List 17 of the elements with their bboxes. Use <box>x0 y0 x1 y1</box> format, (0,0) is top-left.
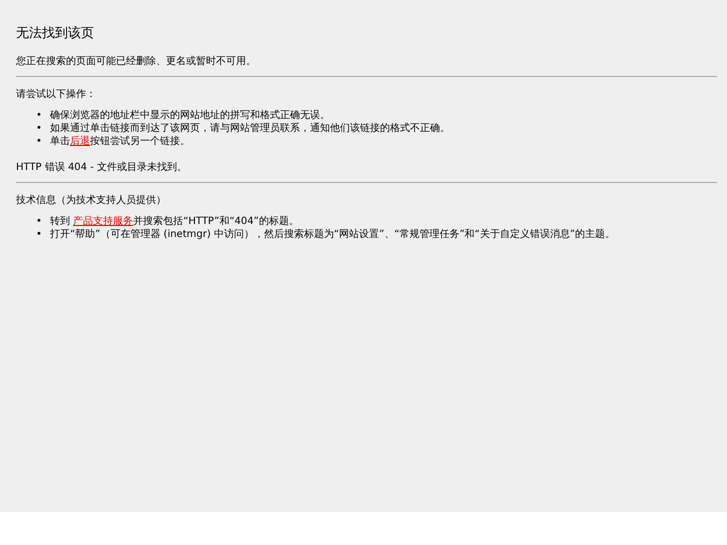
list-item-text: 打开“帮助”（可在管理器 (inetmgr) 中访问），然后搜索标题为“网站设置”、“常规管理任务”和“关于自定义错误消息”的主题。 <box>50 228 616 241</box>
bullet: • <box>36 109 43 122</box>
link: 后退 <box>70 136 90 147</box>
section-heading: 技术信息（为技术支持人员提供） <box>16 194 167 207</box>
list-item-text: 转到 产品支持服务并搜索包括“HTTP”和“404”的标题。 <box>50 215 300 228</box>
bullet: • <box>36 122 43 135</box>
bullet: • <box>36 228 43 241</box>
bullet: • <box>36 135 43 148</box>
list-item-text: 确保浏览器的地址栏中显示的网站地址的拼写和格式正确无误。 <box>50 109 331 122</box>
bullet: • <box>36 215 43 228</box>
link: 产品支持服务 <box>73 216 134 227</box>
list-item-text: 单击后退按钮尝试另一个链接。 <box>50 135 191 148</box>
list-item-text: 如果通过单击链接而到达了该网页，请与网站管理员联系，通知他们该链接的格式不正确。 <box>50 122 451 135</box>
section-heading: 请尝试以下操作： <box>16 88 97 101</box>
intro-text: 您正在搜索的页面可能已经删除、更名或暂时不可用。 <box>16 54 257 68</box>
error-code-text: HTTP 错误 404 - 文件或目录未找到。 <box>16 160 188 174</box>
page-title: 无法找到该页 <box>16 25 95 42</box>
